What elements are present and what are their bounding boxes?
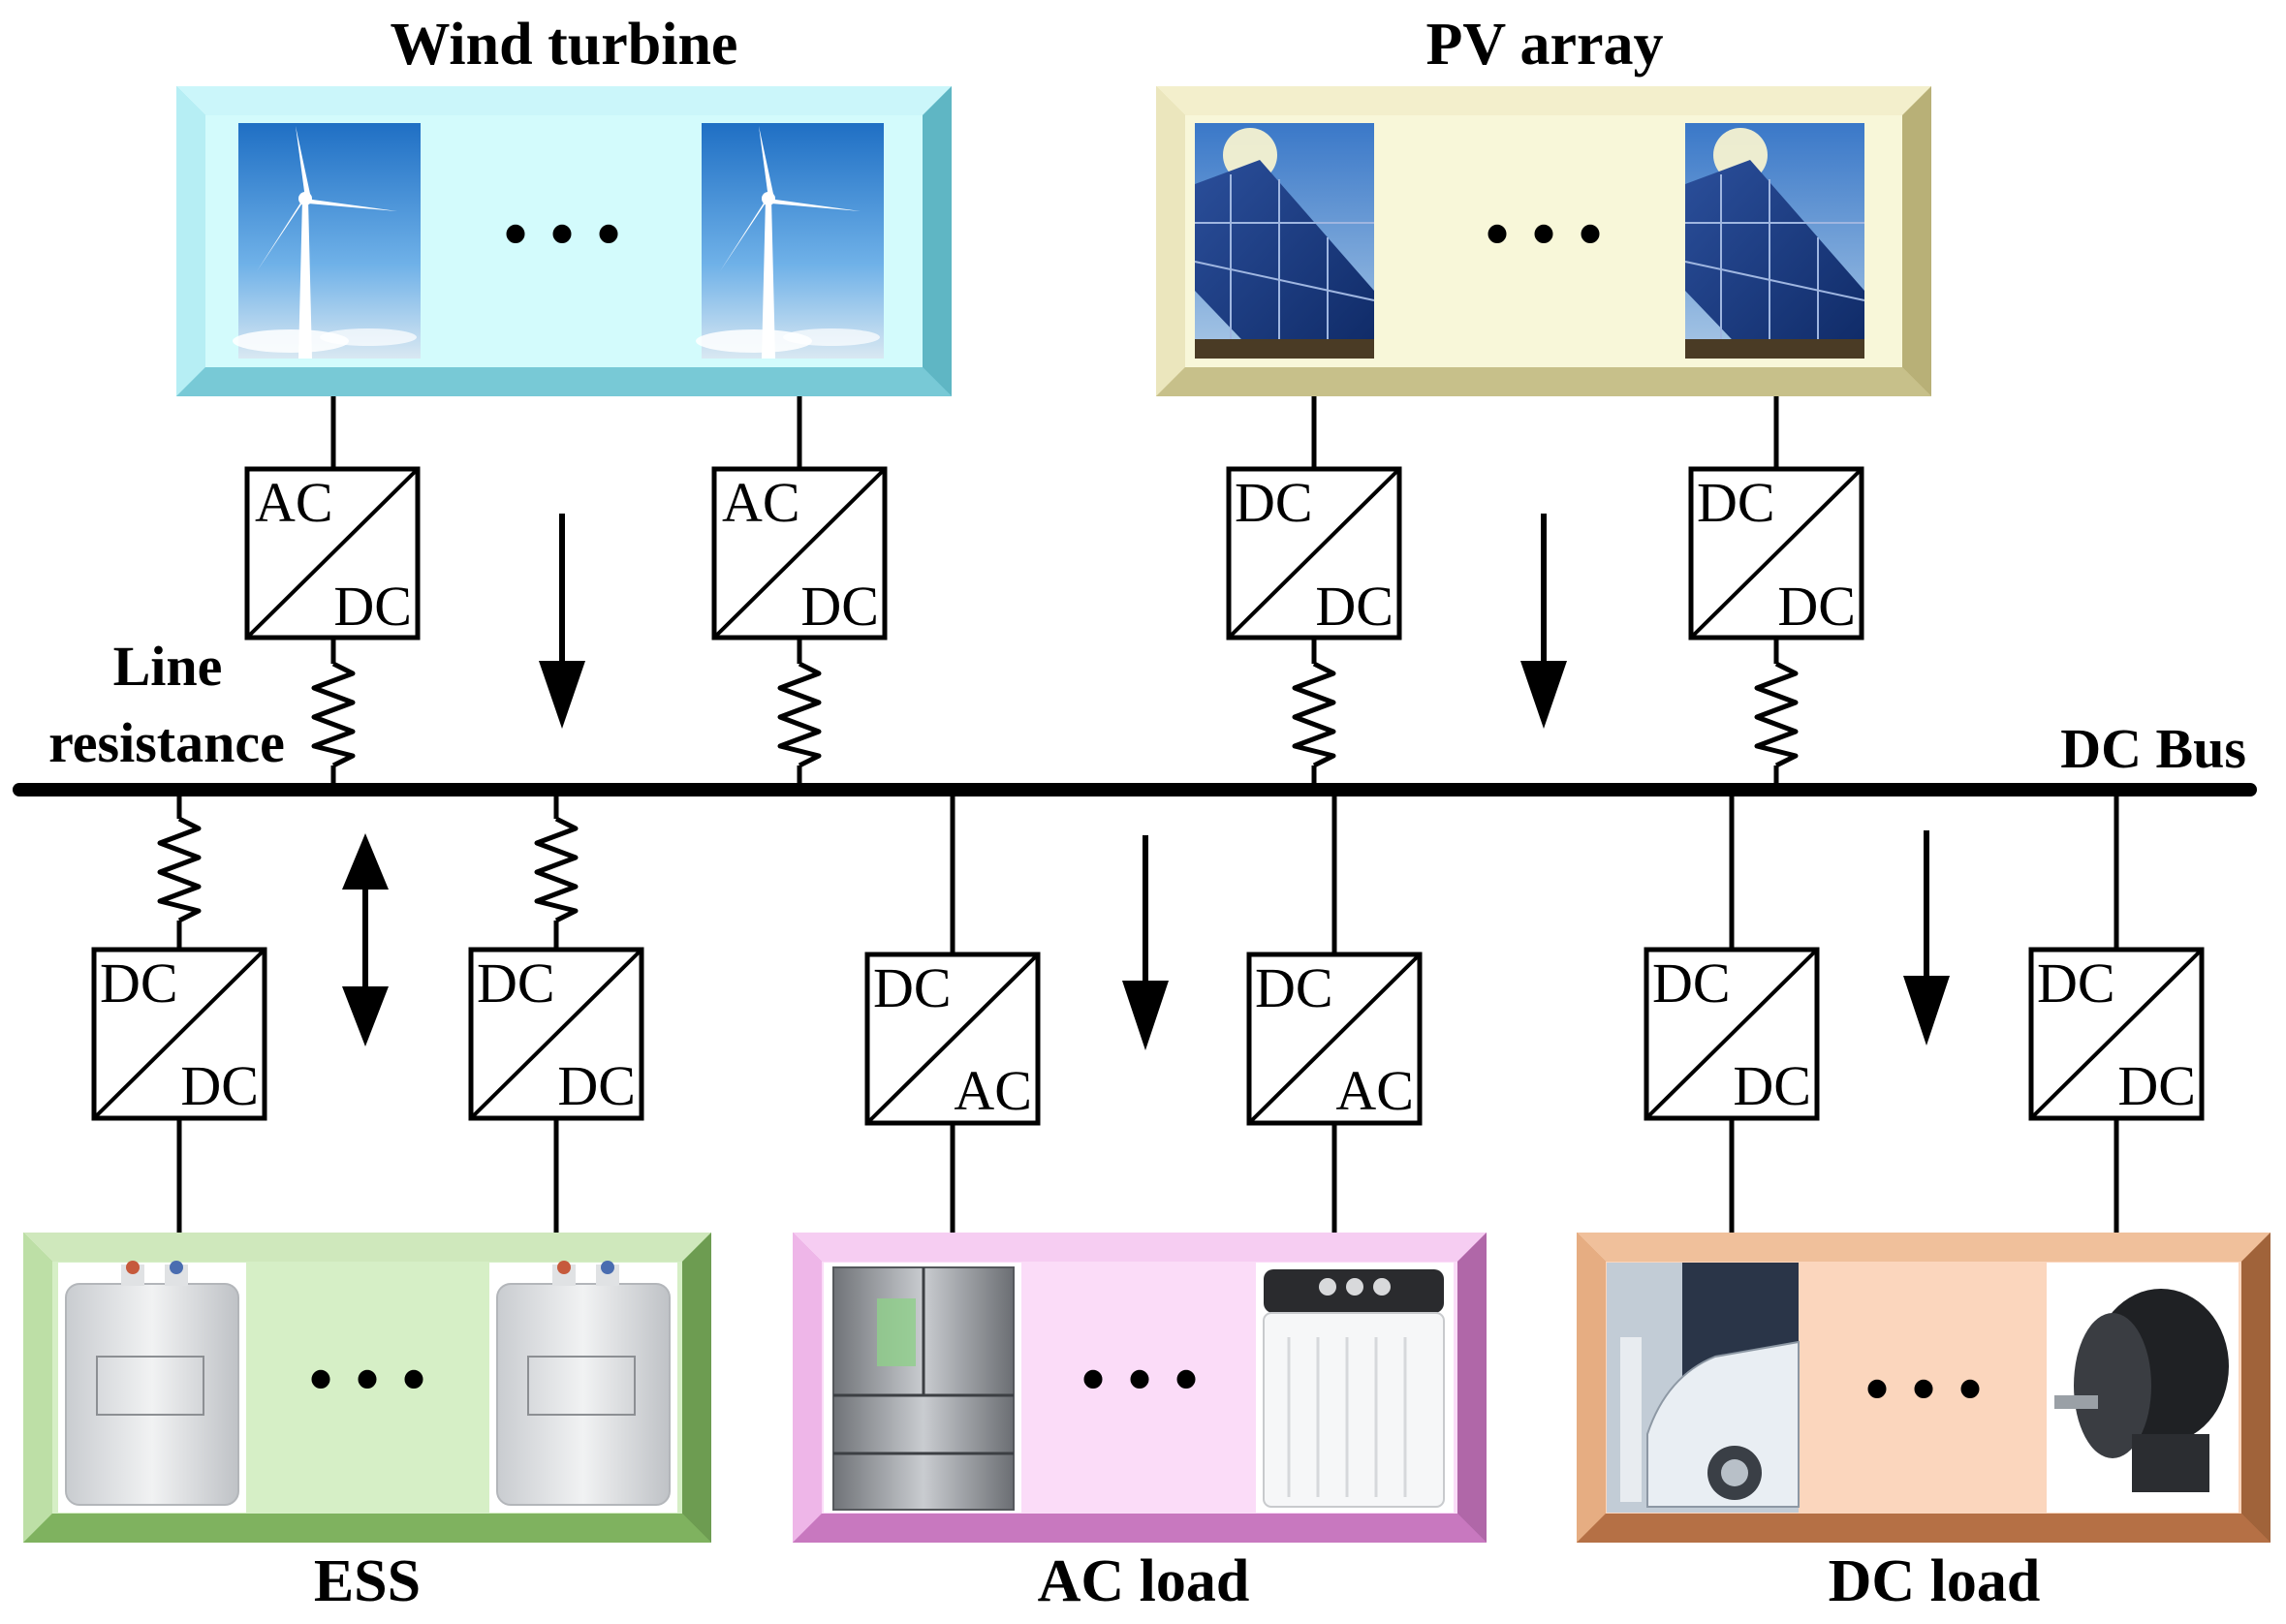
converter-acload-2: DC AC — [1246, 952, 1423, 1126]
svg-text:AC: AC — [1335, 1059, 1414, 1122]
ess-ellipsis: • • • — [307, 1337, 427, 1422]
dc-load-title: DC load — [1829, 1548, 2041, 1614]
svg-text:DC: DC — [180, 1054, 259, 1117]
converter-ess-1: DC DC — [91, 947, 267, 1121]
svg-text:AC: AC — [954, 1059, 1032, 1122]
converter-acload-1: DC AC — [864, 952, 1041, 1126]
svg-text:DC: DC — [477, 952, 555, 1015]
converter-wind-1: AC DC — [244, 466, 421, 640]
acload-ellipsis: • • • — [1080, 1337, 1200, 1422]
ess-title: ESS — [314, 1548, 421, 1614]
upper-wiring — [330, 396, 1779, 789]
line-resistance-label-1: Line — [113, 635, 223, 698]
pv-array-title: PV array — [1425, 12, 1663, 78]
line-resistance-icon — [311, 661, 1799, 768]
dc-bus-label: DC Bus — [2060, 717, 2246, 780]
converter-pv-2: DC DC — [1688, 466, 1864, 640]
line-resistance-label-2: resistance — [48, 711, 285, 774]
svg-text:DC: DC — [557, 1054, 636, 1117]
svg-text:DC: DC — [100, 952, 178, 1015]
power-flow-arrow-wind — [539, 514, 585, 729]
converter-wind-2: AC DC — [711, 466, 888, 640]
power-flow-arrow-ess — [342, 833, 389, 1046]
svg-text:DC: DC — [2117, 1054, 2196, 1117]
svg-text:DC: DC — [1777, 575, 1856, 638]
svg-text:DC: DC — [1652, 952, 1731, 1015]
battery-icon — [58, 1261, 246, 1513]
svg-text:AC: AC — [722, 471, 800, 534]
svg-text:DC: DC — [1733, 1054, 1811, 1117]
wind-turbine-icon — [233, 123, 421, 359]
solar-panel-icon — [1684, 123, 1865, 359]
power-flow-arrow-pv — [1520, 514, 1567, 729]
converter-ess-2: DC DC — [468, 947, 644, 1121]
dc-load-panel: • • • — [1577, 1233, 2270, 1543]
washing-machine-icon — [1256, 1263, 1454, 1513]
solar-panel-icon — [1194, 123, 1375, 359]
wind-ellipsis: • • • — [502, 192, 622, 277]
ess-panel: • • • — [23, 1233, 711, 1543]
wind-turbine-title: Wind turbine — [391, 12, 738, 78]
electric-car-icon — [1607, 1263, 1800, 1513]
svg-text:DC: DC — [1697, 471, 1775, 534]
svg-text:DC: DC — [1235, 471, 1313, 534]
converter-dcload-2: DC DC — [2028, 947, 2205, 1121]
pv-array-panel: • • • — [1156, 86, 1931, 396]
ac-load-panel: • • • — [793, 1233, 1487, 1543]
converter-dcload-1: DC DC — [1644, 947, 1820, 1121]
svg-text:AC: AC — [255, 471, 333, 534]
svg-text:DC: DC — [2037, 952, 2115, 1015]
svg-text:DC: DC — [333, 575, 412, 638]
pv-ellipsis: • • • — [1484, 192, 1604, 277]
power-flow-arrow-dcload — [1903, 830, 1950, 1046]
wind-turbine-panel: • • • — [176, 86, 952, 396]
power-flow-arrow-acload — [1122, 835, 1169, 1050]
refrigerator-icon — [824, 1263, 1021, 1513]
svg-text:DC: DC — [1255, 956, 1333, 1019]
converter-pv-1: DC DC — [1226, 466, 1402, 640]
svg-text:DC: DC — [873, 956, 952, 1019]
wind-turbine-icon — [696, 123, 884, 359]
dc-motor-icon — [2047, 1263, 2239, 1513]
ac-load-title: AC load — [1038, 1548, 1250, 1614]
svg-text:DC: DC — [800, 575, 879, 638]
svg-text:DC: DC — [1315, 575, 1394, 638]
dcload-ellipsis: • • • — [1863, 1347, 1984, 1432]
battery-icon — [489, 1261, 677, 1513]
lower-wiring — [176, 790, 2119, 1233]
line-resistance-icon — [157, 816, 579, 923]
